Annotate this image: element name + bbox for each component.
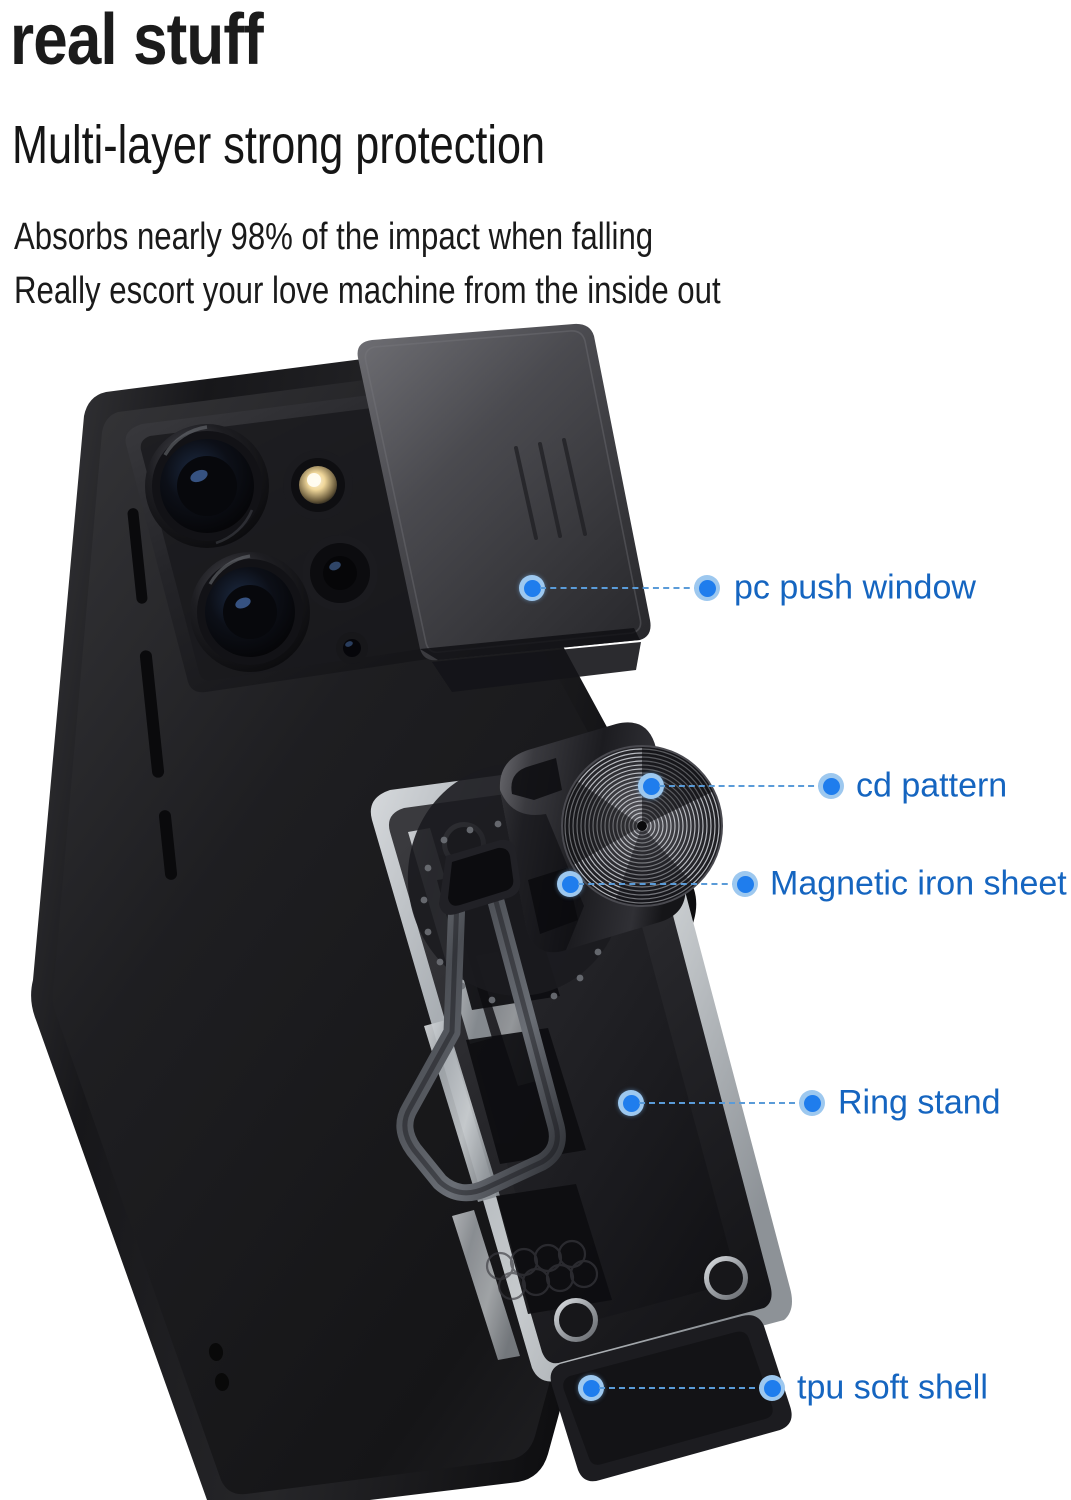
callout-dash-ring-stand bbox=[639, 1102, 805, 1104]
kickstand-foot bbox=[550, 1315, 792, 1482]
phone-case-illustration bbox=[31, 323, 792, 1500]
callout-dash-tpu-soft-shell bbox=[599, 1387, 765, 1389]
page-title: real stuff bbox=[10, 0, 264, 80]
slider-grip-lines bbox=[514, 438, 587, 540]
camera-island bbox=[125, 393, 471, 693]
callout-label-dot-tpu-soft-shell bbox=[759, 1375, 785, 1401]
ring-stand-mount bbox=[499, 722, 723, 953]
camera-sensor-dot bbox=[336, 632, 368, 664]
camera-flash bbox=[283, 450, 353, 520]
cd-concentric-rings bbox=[563, 747, 720, 905]
camera-lens-secondary bbox=[190, 552, 310, 672]
callout-text-tpu-soft-shell: tpu soft shell bbox=[797, 1368, 988, 1407]
feature-bullet-1: Absorbs nearly 98% of the impact when fa… bbox=[14, 216, 654, 258]
honeycomb-texture bbox=[485, 1239, 599, 1301]
callout-label-dot-ring-stand bbox=[799, 1090, 825, 1116]
camera-lens-tertiary bbox=[302, 535, 378, 611]
callout-label-dot-pc-push-window bbox=[694, 575, 720, 601]
ring-stand-loop bbox=[396, 839, 566, 1202]
speaker-cutouts bbox=[208, 1343, 230, 1391]
camera-lens-primary bbox=[145, 424, 269, 548]
feature-bullet-2: Really escort your love machine from the… bbox=[14, 270, 721, 312]
callout-text-magnetic-iron-sheet: Magnetic iron sheet bbox=[770, 864, 1067, 903]
pc-push-window-slider bbox=[357, 323, 651, 692]
side-button-cutouts bbox=[127, 508, 178, 880]
callout-text-ring-stand: Ring stand bbox=[838, 1083, 1001, 1122]
product-image-stage bbox=[0, 320, 1071, 1500]
callout-dash-cd-pattern bbox=[659, 785, 824, 787]
callout-label-dot-magnetic-iron-sheet bbox=[732, 871, 758, 897]
callout-dash-magnetic-iron-sheet bbox=[578, 883, 738, 885]
callout-text-cd-pattern: cd pattern bbox=[856, 766, 1008, 805]
callout-label-dot-cd-pattern bbox=[818, 773, 844, 799]
page-subtitle: Multi-layer strong protection bbox=[12, 115, 546, 175]
callout-dash-pc-push-window bbox=[540, 587, 700, 589]
callout-text-pc-push-window: pc push window bbox=[734, 568, 976, 607]
